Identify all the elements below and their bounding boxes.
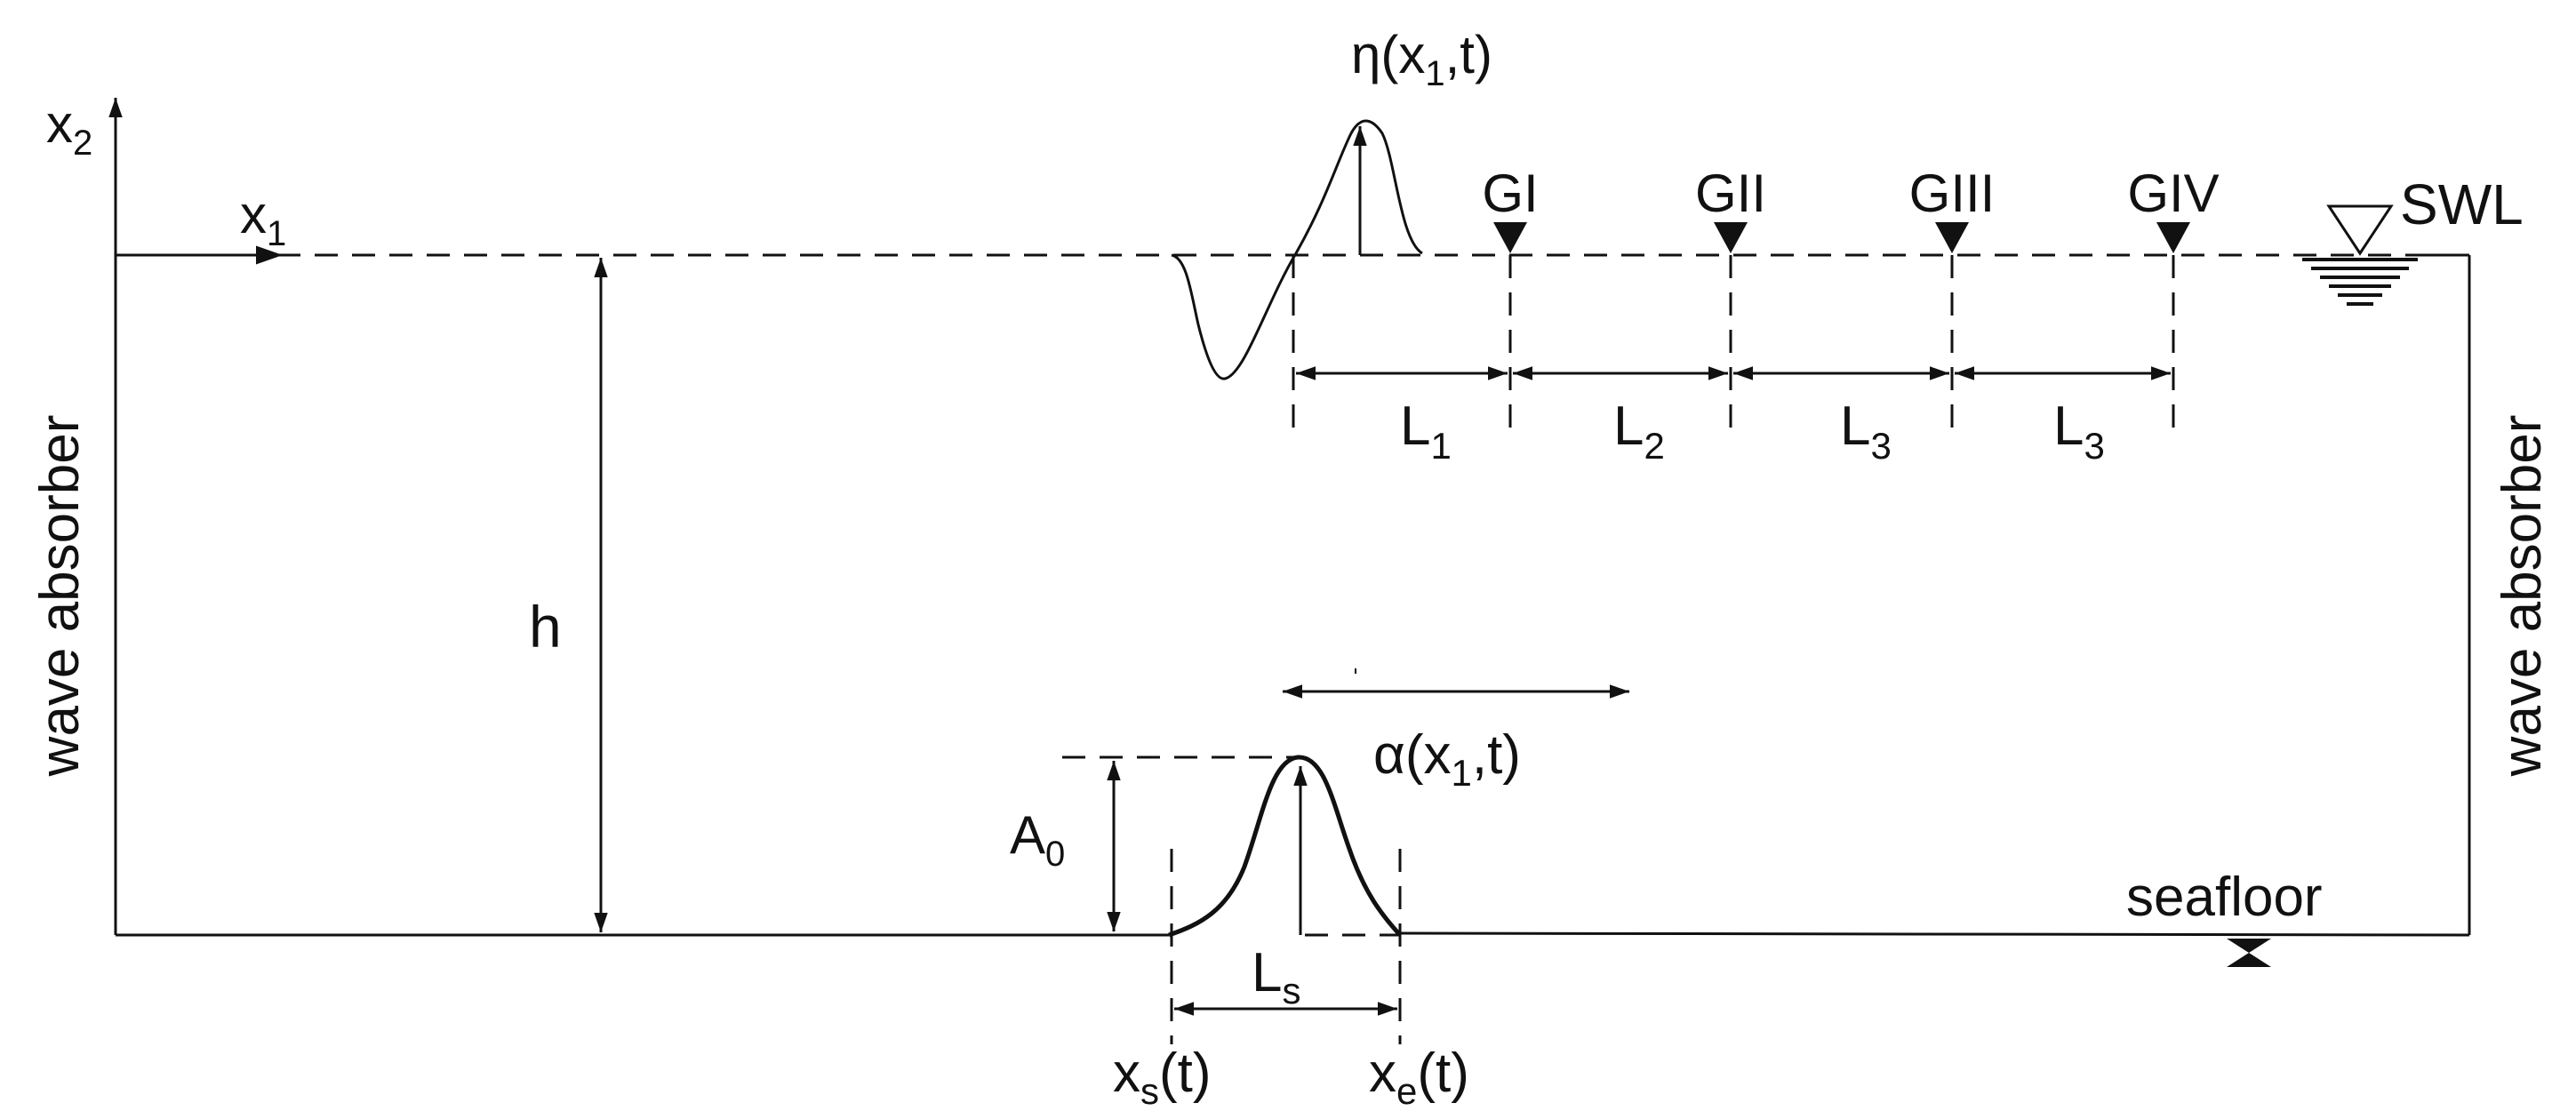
wave-absorber-right-label: wave absorber	[2492, 415, 2553, 778]
swl-symbol: SWL	[2302, 172, 2524, 306]
swl-triangle-icon	[2326, 204, 2394, 256]
gauge-giii: GIII	[1909, 164, 1996, 440]
slide-length-label: Ls	[1252, 942, 1300, 1011]
spacing-label-l3a: L3	[1840, 396, 1892, 467]
submarine-slide: A0 Ls xs(t) xe(t) α(x1,t)	[1010, 668, 1629, 1112]
seafloor-line-right	[1399, 931, 2470, 937]
amplitude-label: A0	[1010, 805, 1065, 874]
eta-label: η(x1,t)	[1351, 25, 1492, 93]
spacing-label-l3b: L3	[2053, 396, 2105, 467]
gauge-giv: GIV	[2127, 164, 2220, 440]
x2-axis-label: x2	[46, 94, 92, 163]
seafloor	[116, 931, 2470, 937]
coordinate-axes: x2 x1	[46, 94, 286, 265]
gauge-label: GII	[1695, 164, 1766, 223]
spacing-label-l1: L1	[1400, 396, 1452, 467]
gauge-label: GIII	[1909, 164, 1996, 223]
gauge-marker	[1714, 222, 1748, 253]
seafloor-label: seafloor	[2126, 867, 2323, 928]
gauge-gii: GII	[1695, 164, 1766, 440]
slide-profile	[1168, 755, 1402, 938]
gauge-marker	[2156, 222, 2190, 253]
wave-profile	[1171, 119, 1423, 380]
depth-label: h	[529, 594, 562, 659]
wave-gauges: GI GII GIII GIV	[1482, 164, 2220, 440]
seafloor-annotation: seafloor	[2126, 867, 2323, 967]
depth-dimension: h	[529, 258, 608, 932]
seafloor-marker-icon	[2227, 939, 2271, 953]
tank-boundary	[114, 253, 2471, 935]
swl-label: SWL	[2400, 172, 2524, 236]
alpha-label: α(x1,t)	[1373, 724, 1521, 794]
x1-axis-label: x1	[240, 185, 286, 253]
gauge-marker	[1935, 222, 1969, 253]
gauge-label: GIV	[2127, 164, 2219, 223]
gauge-spacings: L1 L2 L3 L3	[1292, 255, 2171, 467]
x-start-label: xs(t)	[1113, 1043, 1212, 1112]
free-surface-wave: η(x1,t)	[1171, 25, 1492, 380]
seafloor-marker-icon	[2227, 953, 2271, 967]
gauge-gi: GI	[1482, 164, 1539, 440]
gauge-marker	[1493, 222, 1527, 253]
gauge-label: GI	[1482, 164, 1538, 223]
x-end-label: xe(t)	[1369, 1043, 1469, 1112]
spacing-label-l2: L2	[1613, 396, 1665, 467]
wave-absorber-left-label: wave absorber	[29, 415, 91, 778]
